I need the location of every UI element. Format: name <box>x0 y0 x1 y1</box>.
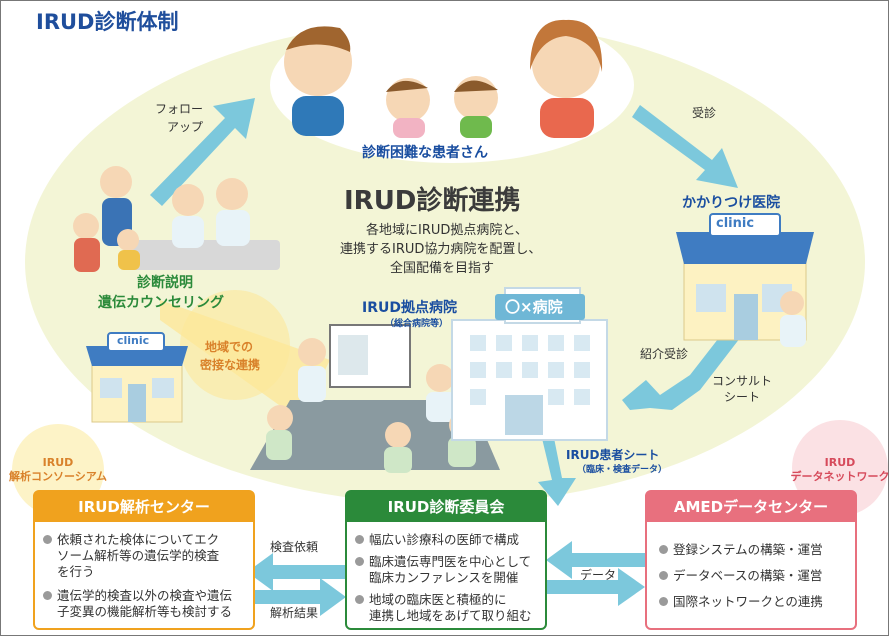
center-desc-line1: 各地域にIRUD拠点病院と、 <box>366 223 528 238</box>
arrow-visit <box>632 105 738 188</box>
data-label: データ <box>580 568 617 582</box>
bullet-icon <box>355 557 364 566</box>
request-label: 検査依頼 <box>270 540 319 554</box>
hospital-title: IRUD拠点病院 <box>362 300 457 316</box>
patient-sheet-title: IRUD患者シート <box>566 448 660 462</box>
analysis-center-title: IRUD解析センター <box>35 492 253 522</box>
bullet-icon <box>355 595 364 604</box>
clinic-main-sign: clinic <box>716 216 755 231</box>
network-line2: データネットワーク <box>790 470 889 483</box>
committee-panel: IRUD診断委員会 幅広い診療科の医師で構成 臨床遺伝専門医を中心として 臨床カ… <box>345 490 547 630</box>
clinic-main-building <box>676 213 814 347</box>
center-title: IRUD診断連携 <box>344 186 521 216</box>
bullet-icon <box>43 591 52 600</box>
amed-title: AMEDデータセンター <box>647 492 855 522</box>
consortium-line1: IRUD <box>42 456 74 469</box>
arrow-request <box>247 553 345 591</box>
arrow-referral <box>622 330 740 410</box>
counseling-line2: 遺伝カウンセリング <box>98 295 224 311</box>
hospital-sign: 〇×病院 <box>505 298 563 316</box>
patient-family-illustration <box>284 19 603 138</box>
center-desc-line3: 全国配備を目指す <box>390 261 495 276</box>
analysis-item-2: 遺伝学的検査以外の検査や遺伝 子変異の機能解析等も検討する <box>43 588 232 620</box>
visit-label: 受診 <box>692 106 717 120</box>
consortium-line2: 解析コンソーシアム <box>8 470 107 483</box>
consult-label-2: シート <box>724 390 761 404</box>
hospital-subtitle: （総合病院等） <box>385 319 449 329</box>
hospital-building <box>451 287 608 441</box>
referral-label: 紹介受診 <box>640 347 689 361</box>
amed-item-2: データベースの構築・運営 <box>659 568 822 584</box>
region-link-line2: 密接な連携 <box>200 358 261 372</box>
bullet-icon <box>659 597 668 606</box>
center-desc-line2: 連携するIRUD協力病院を配置し、 <box>340 242 542 257</box>
patient-sheet-subtitle: （臨床・検査データ） <box>577 465 668 475</box>
bullet-icon <box>659 545 668 554</box>
committee-item-1: 幅広い診療科の医師で構成 <box>355 532 519 548</box>
region-link-line1: 地域での <box>205 340 254 354</box>
amed-item-3: 国際ネットワークとの連携 <box>659 594 823 610</box>
bullet-icon <box>355 535 364 544</box>
amed-item-1: 登録システムの構築・運営 <box>659 542 823 558</box>
analysis-item-1: 依頼された検体についてエク ソーム解析等の遺伝学的検査 を行う <box>43 532 219 580</box>
page-title: IRUD診断体制 <box>36 10 179 34</box>
clinic-left-sign: clinic <box>117 334 150 347</box>
follow-up-label-1: フォロー <box>155 102 204 116</box>
arrow-data-in <box>546 541 645 579</box>
counseling-line1: 診断説明 <box>137 275 193 291</box>
committee-item-2: 臨床遺伝専門医を中心として 臨床カンファレンスを開催 <box>355 554 531 586</box>
counseling-illustration <box>73 166 280 272</box>
conference-illustration <box>250 324 500 473</box>
network-line1: IRUD <box>824 456 856 469</box>
results-label: 解析結果 <box>270 606 319 620</box>
amed-panel: AMEDデータセンター 登録システムの構築・運営 データベースの構築・運営 国際… <box>645 490 857 630</box>
clinic-left-building <box>86 332 188 423</box>
arrow-consult <box>538 428 576 506</box>
consult-label-1: コンサルト <box>712 374 773 388</box>
bullet-icon <box>659 571 668 580</box>
follow-up-label-2: アップ <box>167 120 204 134</box>
arrow-data-out <box>546 568 645 606</box>
arrow-follow-up <box>150 98 255 206</box>
patients-label: 診断困難な患者さん <box>362 145 488 161</box>
analysis-center-panel: IRUD解析センター 依頼された検体についてエク ソーム解析等の遺伝学的検査 を… <box>33 490 255 630</box>
arrow-results <box>247 578 346 616</box>
committee-item-3: 地域の臨床医と積極的に 連携し地域をあげて取り組む <box>355 592 532 624</box>
clinic-main-title: かかりつけ医院 <box>682 195 781 211</box>
committee-title: IRUD診断委員会 <box>347 492 545 522</box>
bullet-icon <box>43 535 52 544</box>
